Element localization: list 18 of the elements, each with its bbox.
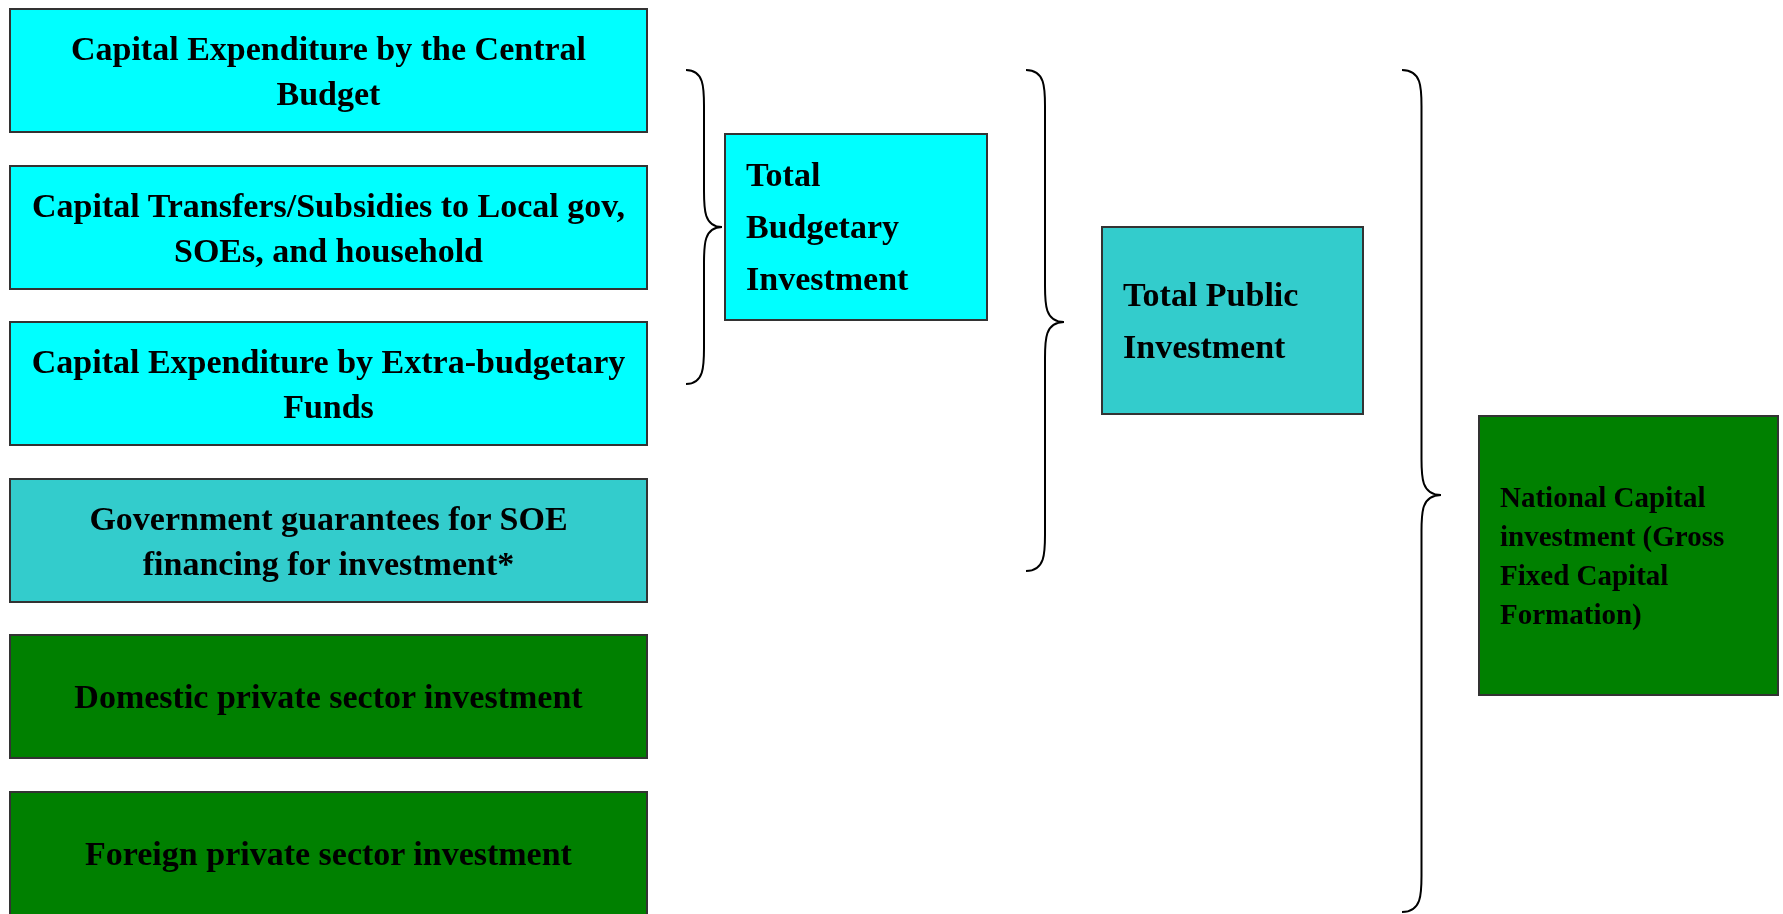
category-box	[9, 321, 648, 446]
category-box	[9, 634, 648, 759]
box-label: National Capital investment (Gross Fixed Capital Formation)	[1500, 479, 1726, 632]
box-label: Capital Transfers/Subsidies to Local gov, SOEs, and household	[31, 185, 626, 271]
box-label: Foreign private sector investment	[85, 834, 572, 874]
category-box	[1478, 415, 1779, 696]
category-box	[1101, 226, 1364, 415]
category-box	[9, 8, 648, 133]
box-label: Government guarantees for SOE financing for investment*	[88, 498, 569, 584]
category-box	[9, 165, 648, 290]
box-label: Total Budgetary Investment	[746, 155, 910, 299]
box-label: Capital Expenditure by the Central Budget	[69, 28, 588, 114]
category-box	[724, 133, 988, 321]
category-box	[9, 478, 648, 603]
box-label: Capital Expenditure by Extra-budgetary Funds	[30, 341, 627, 427]
box-label: Total Public Investment	[1123, 274, 1300, 367]
category-box	[9, 791, 648, 914]
box-label: Domestic private sector investment	[74, 677, 583, 717]
